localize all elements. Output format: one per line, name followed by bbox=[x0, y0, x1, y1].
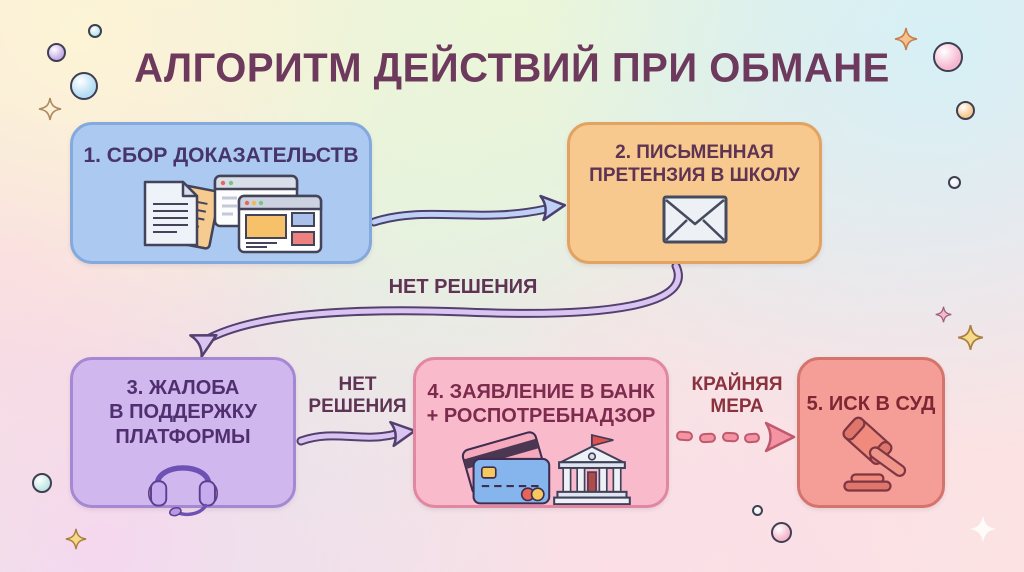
arrow-step1-to-step2 bbox=[369, 194, 567, 227]
step-5-label: 5. ИСК В СУД bbox=[807, 392, 936, 416]
sparkle-tan-top-left bbox=[38, 97, 62, 121]
sparkle-orange-top-right bbox=[894, 27, 918, 51]
step-3-box: 3. ЖАЛОБА В ПОДДЕРЖКУ ПЛАТФОРМЫ bbox=[70, 357, 296, 517]
step-1-label-line: 1. СБОР ДОКАЗАТЕЛЬСТВ bbox=[83, 144, 359, 167]
step-4-box: 4. ЗАЯВЛЕНИЕ В БАНК + РОСПОТРЕБНАДЗОР bbox=[413, 357, 669, 508]
step-4-label-line: + РОСПОТРЕБНАДЗОР bbox=[426, 405, 656, 428]
gavel-icon bbox=[842, 417, 907, 492]
envelope-icon bbox=[662, 195, 727, 244]
sparkle-yellow-bottom-left bbox=[65, 528, 87, 550]
bubble-pink-bottom-center bbox=[771, 522, 792, 543]
connector-4-5-label-line: КРАЙНЯЯ bbox=[691, 374, 783, 395]
step-2-label-line: ПРЕТЕНЗИЯ В ШКОЛУ bbox=[589, 165, 800, 187]
step-1-label: 1. СБОР ДОКАЗАТЕЛЬСТВ bbox=[83, 143, 358, 169]
documents-and-browser-windows-icon bbox=[143, 174, 322, 253]
step-3-label-line: 3. ЖАЛОБА bbox=[126, 377, 240, 399]
step-2-box: 2. ПИСЬМЕННАЯ ПРЕТЕНЗИЯ В ШКОЛУ bbox=[567, 122, 822, 264]
bubble-orange-top-right bbox=[956, 101, 975, 120]
bubble-pink-top-right bbox=[933, 42, 963, 72]
bubble-white-right bbox=[948, 176, 961, 189]
headset-icon bbox=[148, 465, 219, 517]
sparkle-white-bottom-right bbox=[969, 515, 997, 543]
arrow-step4-to-step5 bbox=[676, 421, 796, 453]
connector-3-4-label-line: РЕШЕНИЯ bbox=[308, 396, 407, 418]
step-1-box: 1. СБОР ДОКАЗАТЕЛЬСТВ bbox=[70, 122, 372, 264]
connector-4-5-label: КРАЙНЯЯ МЕРА bbox=[678, 374, 796, 419]
step-4-label: 4. ЗАЯВЛЕНИЕ В БАНК + РОСПОТРЕБНАДЗОР bbox=[427, 380, 656, 429]
step-2-label-line: 2. ПИСЬМЕННАЯ bbox=[615, 142, 774, 163]
sparkle-pink-right bbox=[935, 306, 952, 323]
step-5-label-line: 5. ИСК В СУД bbox=[806, 393, 936, 415]
connector-3-4-label-line: НЕТ bbox=[338, 374, 377, 395]
step-3-label-line: В ПОДДЕРЖКУ bbox=[109, 401, 257, 424]
step-5-box: 5. ИСК В СУД bbox=[797, 357, 945, 508]
connector-2-3-label-line: НЕТ РЕШЕНИЯ bbox=[388, 276, 538, 298]
bubble-teal-top-left bbox=[88, 24, 102, 38]
step-3-label-line: ПЛАТФОРМЫ bbox=[115, 425, 251, 448]
bubble-purple-top-left bbox=[47, 43, 66, 62]
page-title: АЛГОРИТМ ДЕЙСТВИЙ ПРИ ОБМАНЕ bbox=[134, 45, 890, 91]
connector-4-5-label-line: МЕРА bbox=[710, 396, 764, 418]
arrow-step3-to-step4 bbox=[296, 420, 417, 448]
bubble-white-bottom-center bbox=[752, 505, 763, 516]
bubble-teal-bottom-left bbox=[32, 473, 52, 493]
credit-cards-and-bank-icon bbox=[461, 431, 631, 505]
connector-2-3-label: НЕТ РЕШЕНИЯ bbox=[353, 276, 573, 300]
step-3-label: 3. ЖАЛОБА В ПОДДЕРЖКУ ПЛАТФОРМЫ bbox=[109, 376, 257, 449]
bubble-blue-top-left bbox=[70, 72, 98, 100]
step-4-label-line: 4. ЗАЯВЛЕНИЕ В БАНК bbox=[427, 381, 655, 403]
step-2-label: 2. ПИСЬМЕННАЯ ПРЕТЕНЗИЯ В ШКОЛУ bbox=[589, 141, 800, 187]
connector-3-4-label: НЕТ РЕШЕНИЯ bbox=[300, 374, 415, 419]
sparkle-yellow-right bbox=[957, 324, 984, 351]
